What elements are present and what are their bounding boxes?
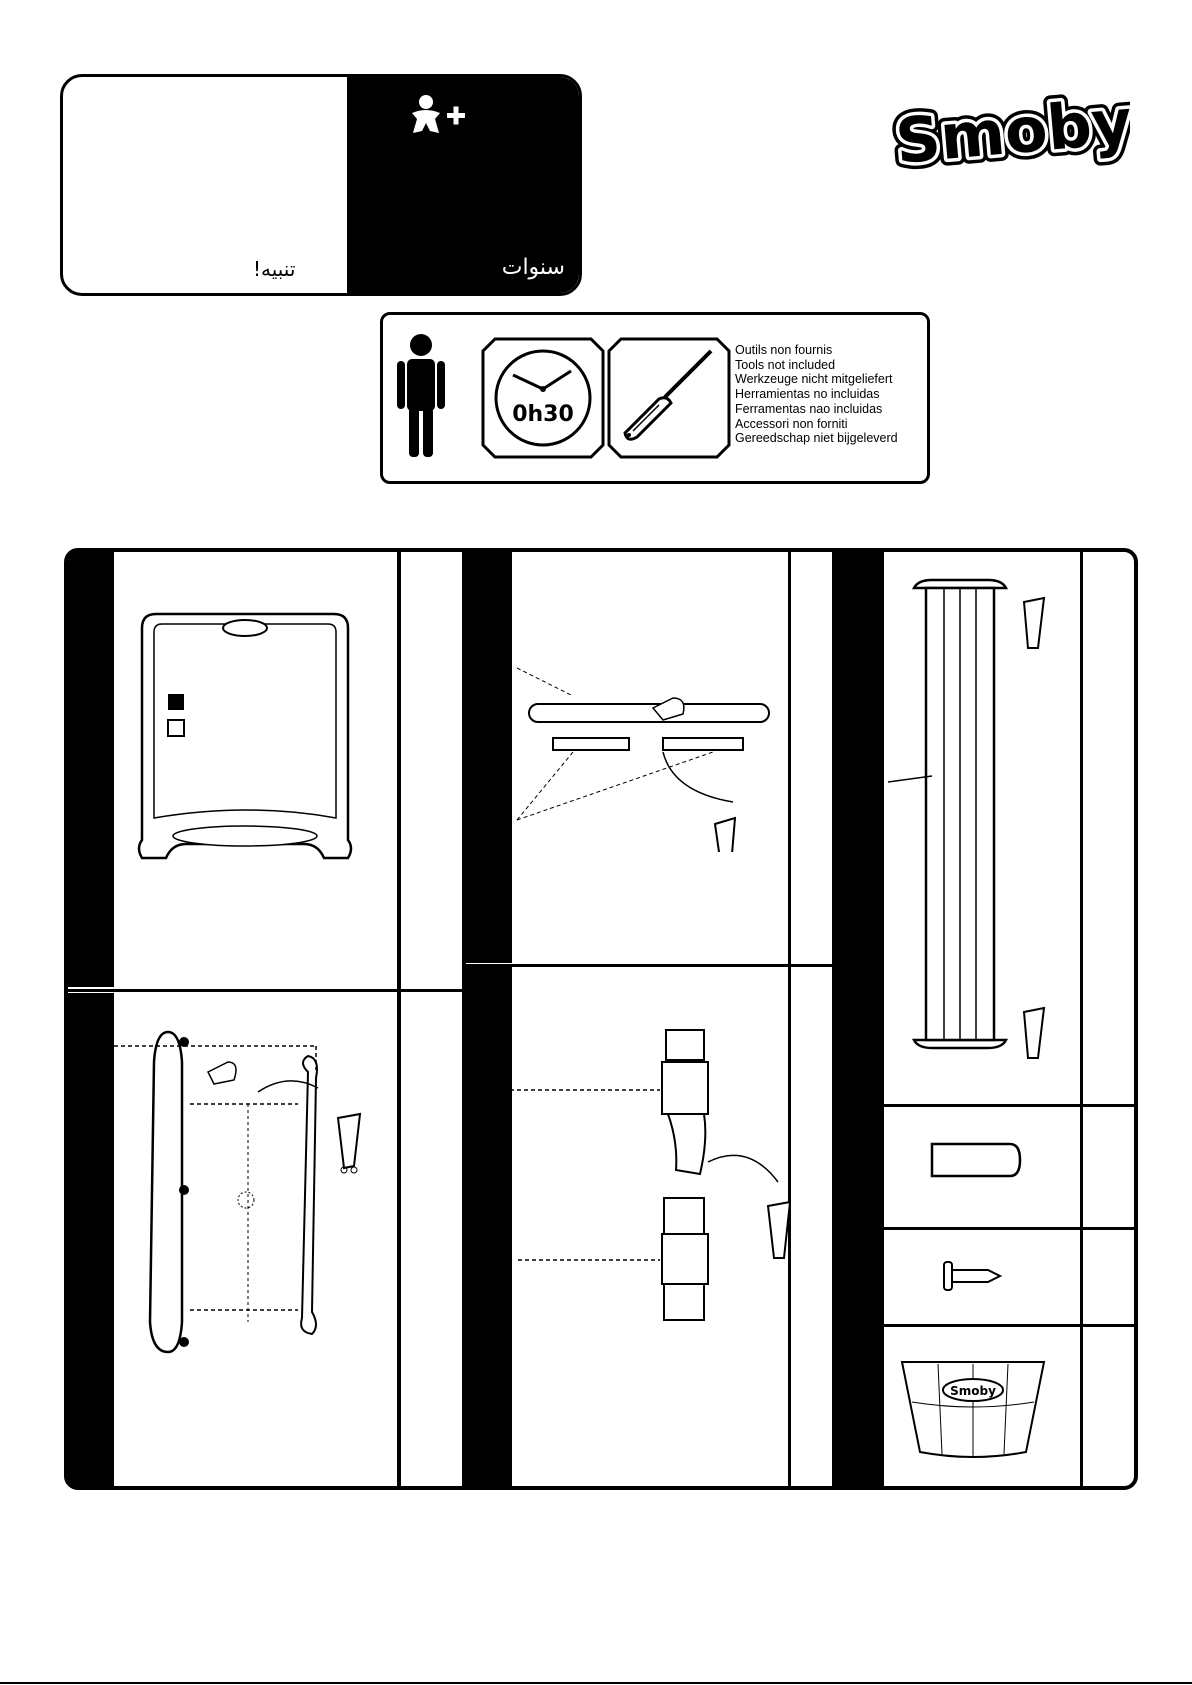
row-divider: [466, 964, 832, 967]
page-bottom-rule: [0, 1682, 1192, 1684]
step-badge: [466, 552, 512, 963]
screw-icon: [938, 1252, 1018, 1302]
adult-icon: [397, 333, 445, 459]
step-badge: [836, 552, 884, 1104]
row-divider: [836, 1227, 1134, 1230]
rail-assembly-drawing: [513, 652, 833, 852]
basket-drawing: Smoby: [898, 1352, 1048, 1462]
step-badge: [836, 1327, 884, 1486]
side-frame-drawing: [98, 1022, 398, 1402]
tools-line: Accessori non forniti: [735, 417, 898, 432]
row-divider: [836, 1104, 1134, 1107]
step-badge: [836, 1230, 884, 1324]
row-divider: [68, 989, 462, 992]
board-front-drawing: [128, 608, 368, 868]
age-panel: سنوات: [347, 77, 579, 293]
column-divider: [462, 552, 466, 1486]
assembly-info-box: 0h30 Outils non fournis Tools not includ…: [380, 312, 930, 484]
tools-line: Ferramentas nao incluidas: [735, 402, 898, 417]
tools-line: Outils non fournis: [735, 343, 898, 358]
tools-line: Herramientas no incluidas: [735, 387, 898, 402]
step-badge: [836, 1107, 884, 1227]
tools-line: Gereedschap niet bijgeleverd: [735, 431, 898, 446]
logo-text: Smoby: [893, 88, 1130, 178]
tools-not-included-list: Outils non fournis Tools not included We…: [735, 343, 898, 446]
step-badge: [466, 967, 512, 1486]
warning-box: سنوات تنبيه!: [60, 74, 582, 296]
arabic-warning-label: تنبيه!: [253, 257, 295, 281]
small-block-drawing: [928, 1136, 1028, 1196]
assembly-time: 0h30: [512, 402, 574, 427]
row-divider: [836, 1324, 1134, 1327]
block-stack-drawing: [508, 1022, 808, 1382]
arabic-years-label: سنوات: [502, 255, 565, 280]
smoby-logo: Smoby Smoby Smoby: [890, 88, 1130, 188]
long-panel-drawing: [888, 572, 1078, 1072]
screwdriver-icon: [607, 337, 731, 459]
child-plus-icon: [409, 93, 469, 137]
tools-line: Werkzeuge nicht mitgeliefert: [735, 372, 898, 387]
clock-icon: 0h30: [481, 337, 605, 459]
assembly-steps-frame: Smoby: [64, 548, 1138, 1490]
tools-line: Tools not included: [735, 358, 898, 373]
basket-logo-text: Smoby: [950, 1384, 996, 1398]
step-badge: [68, 552, 114, 987]
column-divider: [1080, 552, 1083, 1486]
